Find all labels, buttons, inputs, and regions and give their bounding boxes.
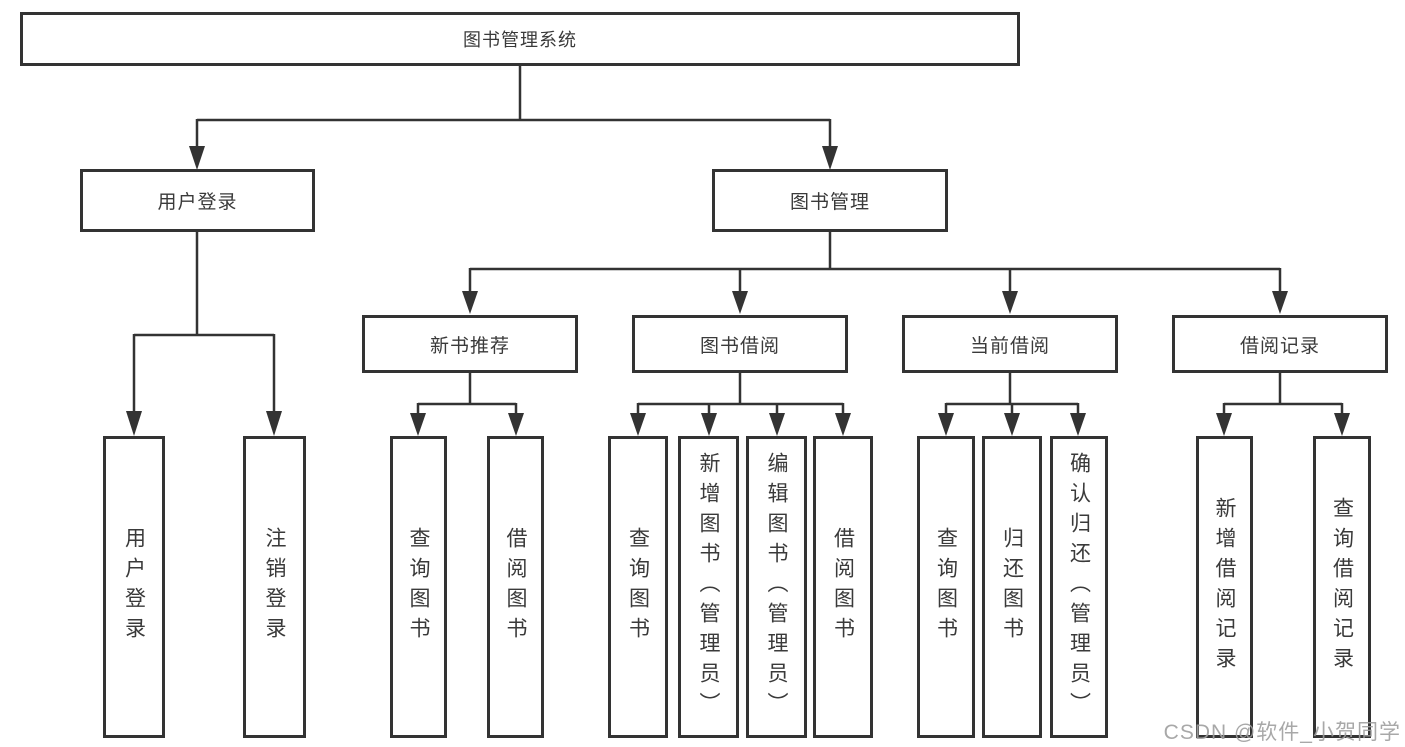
leaf-edit-books-admin: 编辑图书（管理员） — [746, 436, 807, 738]
node-new-book-recommend: 新书推荐 — [362, 315, 578, 373]
node-root-label: 图书管理系统 — [463, 30, 577, 50]
leaf-query-borrow-record-label: 查询借阅记录 — [1330, 497, 1354, 677]
leaf-edit-books-admin-label: 编辑图书（管理员） — [765, 452, 788, 722]
node-root: 图书管理系统 — [20, 12, 1020, 66]
leaf-add-books-admin-label: 新增图书（管理员） — [697, 452, 720, 722]
node-borrow-records: 借阅记录 — [1172, 315, 1388, 373]
node-new-book-recommend-label: 新书推荐 — [429, 335, 510, 357]
leaf-recommend-query-books-label: 查询图书 — [407, 527, 430, 647]
leaf-user-login: 用户登录 — [103, 436, 165, 738]
node-book-management: 图书管理 — [712, 169, 948, 232]
leaf-borrow-query-books-label: 查询图书 — [626, 527, 650, 647]
node-current-borrow-label: 当前借阅 — [969, 335, 1050, 357]
leaf-logout-label: 注销登录 — [263, 527, 286, 647]
arrowhead-icons — [126, 146, 1350, 436]
leaf-borrow-query-books: 查询图书 — [608, 436, 668, 738]
leaf-user-login-label: 用户登录 — [122, 527, 146, 647]
leaf-query-borrow-record: 查询借阅记录 — [1313, 436, 1371, 738]
node-user-login-label: 用户登录 — [157, 192, 238, 213]
leaf-borrow-books-label: 借阅图书 — [831, 527, 855, 647]
leaf-recommend-query-books: 查询图书 — [390, 436, 447, 738]
leaf-add-borrow-record-label: 新增借阅记录 — [1213, 497, 1236, 677]
leaf-logout: 注销登录 — [243, 436, 306, 738]
leaf-recommend-borrow-books-label: 借阅图书 — [504, 527, 527, 647]
leaf-current-query-books-label: 查询图书 — [934, 527, 958, 647]
leaf-borrow-books: 借阅图书 — [813, 436, 873, 738]
leaf-add-borrow-record: 新增借阅记录 — [1196, 436, 1253, 738]
node-book-management-label: 图书管理 — [789, 192, 870, 213]
leaf-add-books-admin: 新增图书（管理员） — [678, 436, 739, 738]
node-user-login: 用户登录 — [80, 169, 315, 232]
leaf-confirm-return-admin: 确认归还（管理员） — [1050, 436, 1108, 738]
leaf-confirm-return-admin-label: 确认归还（管理员） — [1067, 452, 1091, 722]
leaf-return-books-label: 归还图书 — [1000, 527, 1024, 647]
node-book-borrow: 图书借阅 — [632, 315, 848, 373]
node-book-borrow-label: 图书借阅 — [699, 335, 780, 357]
node-borrow-records-label: 借阅记录 — [1239, 335, 1320, 357]
node-current-borrow: 当前借阅 — [902, 315, 1118, 373]
leaf-return-books: 归还图书 — [982, 436, 1042, 738]
leaf-recommend-borrow-books: 借阅图书 — [487, 436, 544, 738]
csdn-watermark: CSDN @软件_小贺同学 — [1163, 721, 1401, 744]
leaf-current-query-books: 查询图书 — [917, 436, 975, 738]
